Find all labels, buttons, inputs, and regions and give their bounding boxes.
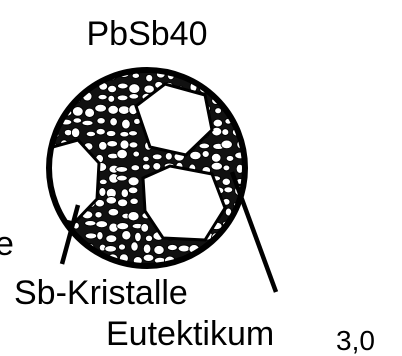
- eutectic-globule: [177, 244, 191, 253]
- eutectic-globule: [71, 106, 84, 117]
- pointer-lines: [59, 171, 279, 293]
- sb-crystal-upper: [134, 82, 214, 157]
- alloy-title: PbSb40: [87, 15, 208, 53]
- eutectic-globule: [84, 232, 98, 240]
- eutectic-globule: [189, 150, 202, 161]
- label-sb-crystals: Sb-Kristalle: [14, 274, 188, 312]
- eutectic-globule: [143, 84, 155, 94]
- micrograph-outline: [46, 67, 248, 269]
- eutectic-globule: [117, 82, 129, 90]
- eutectic-globule: [130, 241, 139, 252]
- eutectic-globule: [210, 161, 223, 171]
- eutectic-globule: [107, 94, 116, 103]
- eutectic-globule: [144, 234, 154, 243]
- eutectic-globule: [223, 186, 234, 194]
- eutectic-globule: [129, 197, 139, 205]
- eutectic-globule: [98, 187, 107, 197]
- eutectic-globule: [109, 117, 118, 127]
- eutectic-globule: [105, 234, 118, 244]
- eutectic-globule: [115, 166, 129, 173]
- eutectic-globule: [221, 177, 231, 186]
- eutectic-globule: [130, 164, 141, 172]
- figure-number: 3,0: [336, 325, 375, 356]
- eutectic-globule: [94, 103, 107, 113]
- eutectic-globule: [105, 129, 117, 138]
- eutectic-globule: [104, 245, 117, 253]
- eutectic-globule: [120, 188, 129, 199]
- eutectic-globule: [166, 243, 178, 252]
- eutectic-globule: [72, 117, 83, 124]
- eutectic-globule: [145, 73, 154, 83]
- eutectic-globule: [116, 174, 128, 182]
- label-eutectic: Eutektikum: [106, 315, 274, 353]
- eutectic-globule: [141, 163, 151, 171]
- eutectic-globule: [94, 211, 103, 219]
- micrograph-circle: [46, 67, 248, 269]
- eutectic-globule: [128, 83, 141, 94]
- eutectic-globule: [98, 140, 108, 151]
- eutectic-globule: [116, 148, 128, 160]
- eutectic-globule: [127, 176, 140, 187]
- eutectic-globule: [107, 84, 118, 94]
- eutectic-globule: [106, 140, 119, 148]
- eutectic-globule: [164, 152, 173, 161]
- pointer-sb-crystals: [59, 204, 81, 265]
- eutectic-globule: [212, 118, 223, 128]
- eutectic-globule: [70, 127, 81, 139]
- eutectic-globule: [84, 220, 97, 227]
- eutectic-globule: [132, 150, 140, 158]
- eutectic-globule: [127, 211, 140, 222]
- eutectic-globule: [84, 107, 96, 118]
- eutectic-globule: [210, 152, 222, 163]
- eutectic-globule: [152, 162, 162, 171]
- eutectic-globule: [96, 117, 106, 125]
- eutectic-globule: [121, 118, 131, 130]
- eutectic-globule: [128, 93, 140, 100]
- eutectic-globule: [221, 128, 230, 136]
- eutectic-globule: [142, 155, 150, 163]
- eutectic-globule: [153, 244, 165, 256]
- eutectic-globule: [128, 130, 138, 137]
- eutectic-globule: [121, 230, 132, 241]
- eutectic-globule: [117, 105, 131, 115]
- eutectic-globule: [85, 130, 97, 138]
- eutectic-globule: [201, 150, 210, 158]
- edge-fragment-letter: e: [0, 225, 14, 263]
- eutectic-globule: [95, 127, 106, 136]
- eutectic-globule: [142, 243, 152, 255]
- eutectic-globule: [117, 198, 129, 208]
- eutectic-globule: [119, 139, 130, 150]
- eutectic-globule: [128, 141, 139, 149]
- eutectic-globule: [107, 104, 119, 115]
- eutectic-globule: [134, 231, 142, 243]
- eutectic-globule: [95, 220, 109, 229]
- pointer-eutectic: [229, 171, 279, 293]
- eutectic-globule: [63, 128, 73, 137]
- eutectic-globule: [151, 153, 163, 161]
- eutectic-globule: [222, 164, 231, 172]
- eutectic-globule: [214, 107, 222, 115]
- eutectic-globule: [198, 142, 211, 150]
- eutectic-globule: [116, 222, 130, 231]
- eutectic-globule: [140, 222, 150, 233]
- eutectic-globule: [142, 253, 155, 262]
- eutectic-globule: [98, 178, 108, 186]
- eutectic-globule: [105, 196, 118, 205]
- eutectic-globule: [116, 94, 129, 102]
- eutectic-globule: [97, 93, 108, 101]
- sb-crystal-lower: [141, 164, 227, 242]
- eutectic-globule: [127, 186, 139, 195]
- eutectic-globule: [220, 139, 233, 150]
- eutectic-globule: [107, 207, 120, 217]
- eutectic-globule: [225, 154, 235, 162]
- eutectic-globule: [118, 243, 126, 251]
- eutectic-globule: [96, 231, 104, 241]
- eutectic-globule: [94, 198, 105, 208]
- eutectic-globule: [119, 130, 130, 138]
- eutectic-globule: [81, 119, 94, 127]
